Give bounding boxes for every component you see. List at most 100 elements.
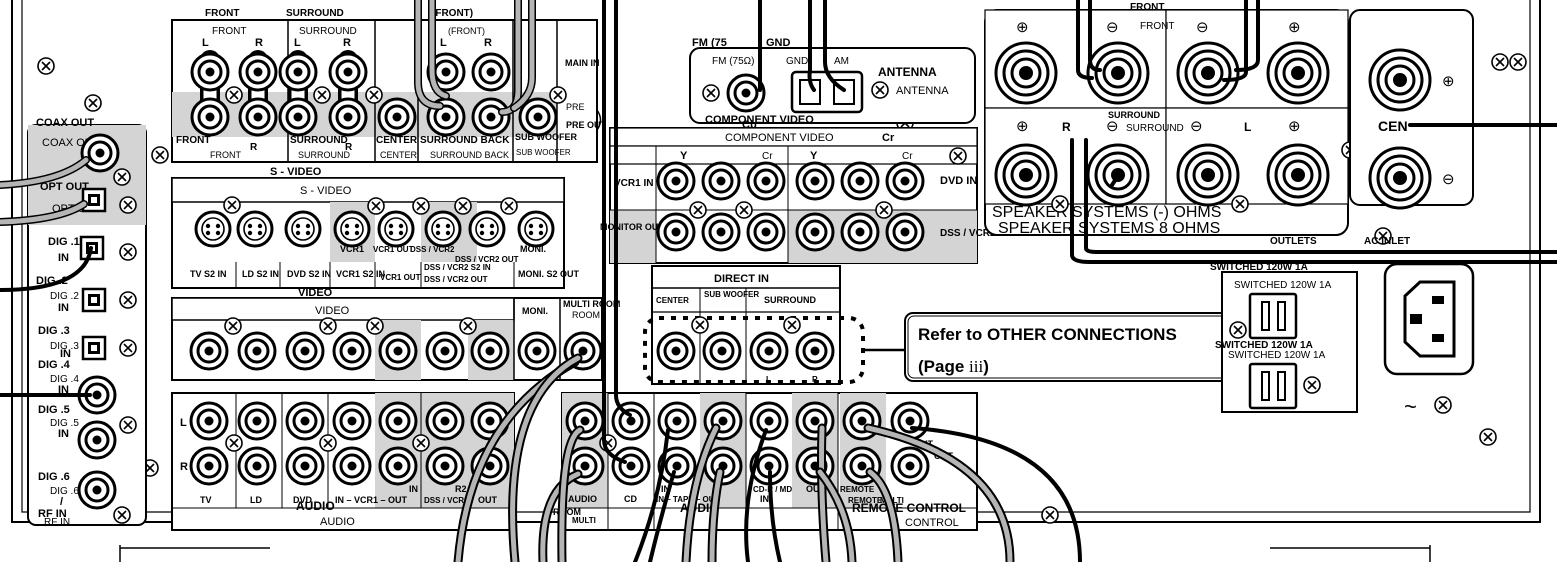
- direct-in-surround-r-jack[interactable]: [795, 331, 835, 371]
- tv-video-jack[interactable]: [189, 331, 229, 371]
- dss-in-audio-l-jack[interactable]: [425, 401, 465, 441]
- plus-4: ⊕: [1288, 118, 1301, 135]
- rf-in-label: RF IN: [38, 508, 67, 520]
- tv-audio-l-jack[interactable]: [189, 401, 229, 441]
- ld-video-jack[interactable]: [237, 331, 277, 371]
- surround-r-plus-terminal[interactable]: [994, 143, 1058, 207]
- surround-bottom-label: SURROUND: [290, 135, 348, 146]
- ld-s2-jack[interactable]: [236, 210, 274, 248]
- direct-in-surround-l-jack[interactable]: [749, 331, 789, 371]
- tv-s2-jack[interactable]: [194, 210, 232, 248]
- dss-cr-jack[interactable]: [885, 212, 925, 252]
- dss-in-audio-r-jack[interactable]: [425, 446, 465, 486]
- surround-l-plus-terminal[interactable]: [1266, 143, 1330, 207]
- dig6-label: DIG .6: [38, 471, 70, 483]
- moni-video-jack[interactable]: [517, 331, 557, 371]
- dig6-coax-jack[interactable]: [77, 470, 117, 510]
- monitor-cr-jack[interactable]: [746, 212, 786, 252]
- dvd-audio-label: DVD: [293, 495, 313, 505]
- s-video-title-inner: S - VIDEO: [300, 185, 352, 197]
- md-out-l-jack[interactable]: [795, 401, 835, 441]
- front-bottom-r: R: [250, 142, 258, 153]
- dss-y-jack[interactable]: [795, 212, 835, 252]
- cd-r-jack[interactable]: [611, 446, 651, 486]
- front-l-minus-terminal[interactable]: [1176, 41, 1240, 105]
- callout-line-2: (Page iii): [918, 357, 989, 376]
- front-r-plus-terminal[interactable]: [994, 41, 1058, 105]
- vcr1-in-audio-l-jack[interactable]: [332, 401, 372, 441]
- vcr1-out-audio-l-jack[interactable]: [378, 401, 418, 441]
- opt-out-port[interactable]: [81, 187, 107, 213]
- center-bottom-inner: CENTER: [380, 150, 418, 160]
- center-plus-terminal[interactable]: [1368, 48, 1432, 112]
- dig6-slash: /: [60, 496, 63, 508]
- ld-audio-r-jack[interactable]: [237, 446, 277, 486]
- switched-outlet-1[interactable]: [1248, 292, 1298, 340]
- switched-outlet-2[interactable]: [1248, 362, 1298, 410]
- ld-audio-l-jack[interactable]: [237, 401, 277, 441]
- dvd-cb-jack[interactable]: [840, 161, 880, 201]
- dss-out-s2-jack[interactable]: [468, 210, 506, 248]
- dss-s2-jack[interactable]: [424, 210, 462, 248]
- vcr1-cr-jack[interactable]: [746, 161, 786, 201]
- tape-in-l-jack[interactable]: [657, 401, 697, 441]
- dig4-inner-label: DIG .4: [50, 374, 79, 385]
- vcr1-y-jack[interactable]: [656, 161, 696, 201]
- speaker-l-label: L: [1244, 120, 1251, 134]
- component-video-panel: COMPONENT VIDEO Cr Cb Y Cr Y Cr VCR1 IN …: [600, 119, 1008, 264]
- direct-in-sub-woofer-jack[interactable]: [702, 331, 742, 371]
- dss-cb-jack[interactable]: [840, 212, 880, 252]
- dig5-coax-jack[interactable]: [77, 420, 117, 460]
- vcr1-out-audio-r-jack[interactable]: [378, 446, 418, 486]
- minus-4: ⊖: [1190, 118, 1203, 135]
- center-minus-terminal[interactable]: [1368, 146, 1432, 210]
- vcr1-out-s2-jack[interactable]: [377, 210, 415, 248]
- dig2-optical-port[interactable]: [81, 287, 107, 313]
- surround-l-minus-terminal[interactable]: [1176, 143, 1240, 207]
- moni-s2-jack[interactable]: [517, 210, 555, 248]
- dss-in-video-jack[interactable]: [425, 331, 465, 371]
- dig3-optical-port[interactable]: [81, 335, 107, 361]
- surround-back-r-jack[interactable]: [471, 97, 511, 137]
- front-l-jack[interactable]: [190, 97, 230, 137]
- monitor-y-jack[interactable]: [656, 212, 696, 252]
- surround-l-jack[interactable]: [278, 97, 318, 137]
- vcr1-in-audio-r-jack[interactable]: [332, 446, 372, 486]
- front-r-minus-terminal[interactable]: [1086, 41, 1150, 105]
- front-r-jack[interactable]: [238, 97, 278, 137]
- dss-out-video-jack[interactable]: [470, 331, 510, 371]
- dvd-audio-l-jack[interactable]: [285, 401, 325, 441]
- multi-out-jack[interactable]: [890, 446, 930, 486]
- vcr1-out-label: VCR1 OUT: [380, 273, 421, 282]
- sub-woofer-jack[interactable]: [518, 97, 558, 137]
- dvd-video-jack[interactable]: [285, 331, 325, 371]
- front-l-plus-terminal[interactable]: [1266, 41, 1330, 105]
- vcr1-in-video-jack[interactable]: [332, 331, 372, 371]
- surround-header: SURROUND: [286, 8, 344, 19]
- coax-out-jack[interactable]: [80, 133, 120, 173]
- vcr1-top-label: VCR1: [340, 244, 364, 254]
- direct-in-center-jack[interactable]: [656, 331, 696, 371]
- dvd-audio-r-jack[interactable]: [285, 446, 325, 486]
- vcr1-s2-jack[interactable]: [333, 210, 371, 248]
- front-bottom-label: FRONT: [176, 135, 210, 146]
- front-speaker-label: FRONT: [1130, 2, 1164, 13]
- dvd-cr-jack[interactable]: [885, 161, 925, 201]
- monitor-out-label: MONITOR OUT: [600, 222, 664, 232]
- surround-r-jack[interactable]: [328, 97, 368, 137]
- tv-audio-r-jack[interactable]: [189, 446, 229, 486]
- md-in-l-jack[interactable]: [749, 401, 789, 441]
- monitor-cb-jack[interactable]: [701, 212, 741, 252]
- dvd-s2-jack[interactable]: [284, 210, 322, 248]
- moni-top-label: MONI.: [520, 244, 546, 254]
- vcr1-cb-jack[interactable]: [701, 161, 741, 201]
- dss-audio-label: DSS / VCR2: [424, 496, 469, 505]
- moni-video-label: MONI.: [522, 306, 548, 316]
- y-label-2: Y: [810, 150, 818, 162]
- surround-speaker-label: SURROUND: [1108, 110, 1161, 120]
- center-jack[interactable]: [377, 97, 417, 137]
- dvd-y-jack[interactable]: [795, 161, 835, 201]
- vcr1-out-video-jack[interactable]: [378, 331, 418, 371]
- front-inner-label: FRONT: [212, 26, 246, 37]
